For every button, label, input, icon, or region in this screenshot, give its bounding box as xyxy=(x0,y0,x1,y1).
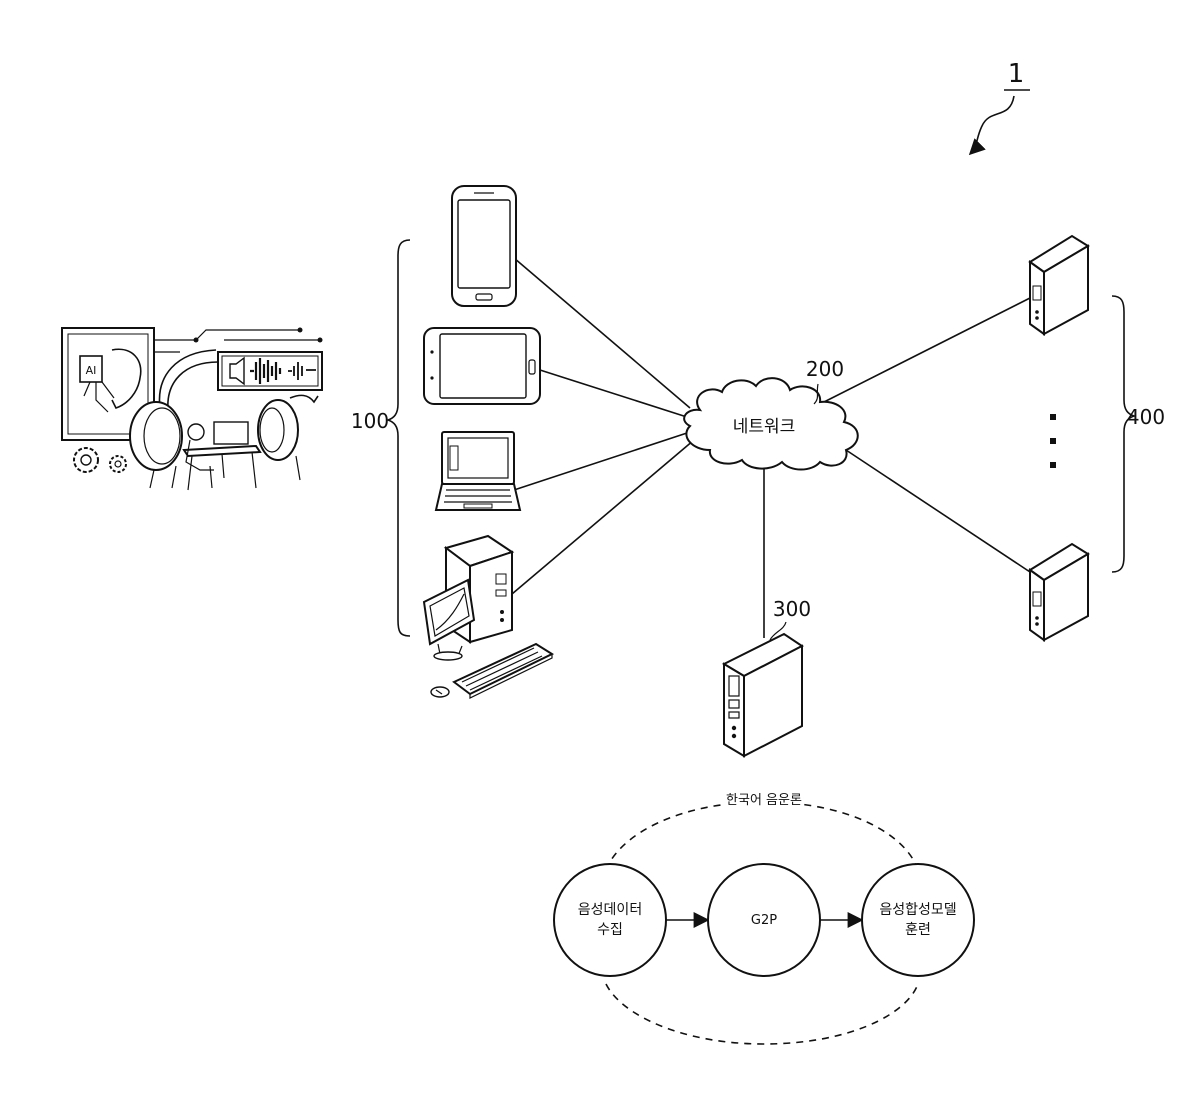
external-servers: 400 xyxy=(1030,236,1165,640)
node-collect-line1: 음성데이터 xyxy=(578,902,642,918)
system-reference: 1 xyxy=(970,59,1030,154)
ai-speech-illustration: AI xyxy=(62,328,323,491)
network-label: 네트워크 xyxy=(733,417,796,437)
clients-bracket xyxy=(388,240,410,636)
system-ref-arrow xyxy=(970,96,1014,154)
smartphone-icon xyxy=(452,186,516,306)
process-diagram: 한국어 음운론 음성데이터 수집 G2P 음성합성모델 훈련 xyxy=(554,793,974,1044)
server-400-ellipsis xyxy=(1050,414,1056,468)
link-server-400-top xyxy=(824,298,1030,402)
servers-bracket xyxy=(1112,296,1134,572)
process-node-collect: 음성데이터 수집 xyxy=(554,864,666,976)
server-ref-number: 300 xyxy=(773,597,811,621)
process-node-train: 음성합성모델 훈련 xyxy=(862,864,974,976)
phonology-arc-top xyxy=(606,802,918,870)
network-cloud: 네트워크 200 xyxy=(684,357,858,470)
node-collect-line2: 수집 xyxy=(597,922,623,938)
server-400-bottom-icon xyxy=(1030,544,1088,640)
phonology-label: 한국어 음운론 xyxy=(726,793,802,808)
node-train-line2: 훈련 xyxy=(905,922,931,938)
tablet-icon xyxy=(424,328,540,404)
server-300: 300 xyxy=(724,597,811,756)
system-ref-number: 1 xyxy=(1008,59,1025,89)
link-tablet xyxy=(540,370,690,418)
clients-ref-number: 100 xyxy=(351,409,389,433)
link-desktop xyxy=(512,440,694,594)
phonology-arc-bottom xyxy=(606,984,918,1044)
link-server-400-bottom xyxy=(846,450,1030,572)
laptop-icon xyxy=(436,432,520,510)
servers-ref-number: 400 xyxy=(1127,405,1165,429)
ai-chip-label: AI xyxy=(86,364,97,377)
node-train-line1: 음성합성모델 xyxy=(879,902,956,918)
process-node-g2p: G2P xyxy=(708,864,820,976)
network-ref-number: 200 xyxy=(806,357,844,381)
link-laptop xyxy=(514,432,690,490)
server-400-top-icon xyxy=(1030,236,1088,334)
node-g2p-label: G2P xyxy=(751,913,777,928)
client-devices: 100 xyxy=(351,186,552,698)
desktop-icon xyxy=(424,536,552,698)
